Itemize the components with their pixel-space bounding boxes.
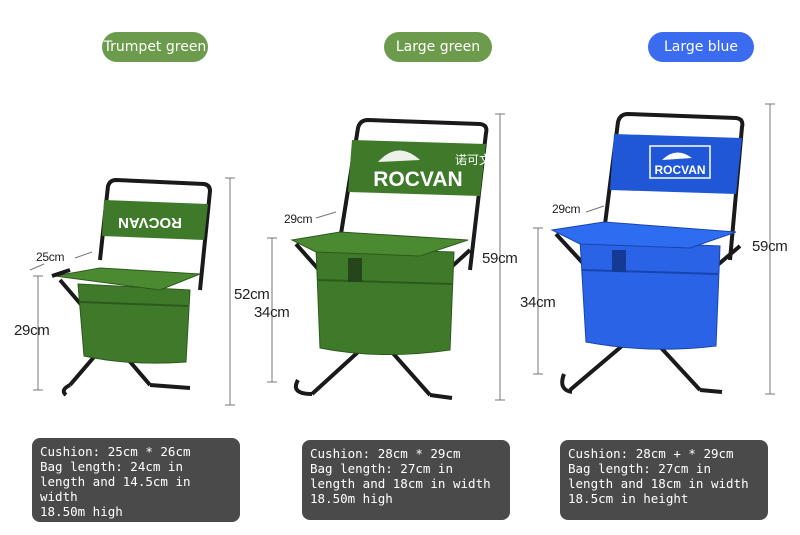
spec-line: length and 18cm in width <box>568 476 749 491</box>
spec-line: Cushion: 28cm * 29cm <box>310 446 461 461</box>
total-height-1: 52cm <box>234 286 270 303</box>
variant-label-large-green[interactable]: Large green <box>384 32 492 62</box>
svg-text:ROCVAN: ROCVAN <box>654 163 705 177</box>
spec-box-large-blue: Cushion: 28cm + * 29cm Bag length: 27cm … <box>560 440 768 520</box>
spec-line: 18.50m high <box>310 491 393 506</box>
variant-label-large-blue[interactable]: Large blue <box>648 32 754 62</box>
chair-large-blue: ROCVAN <box>533 103 775 395</box>
cushion-dim-1: 25cm <box>36 250 65 264</box>
spec-line: width <box>40 489 78 504</box>
spec-line: Bag length: 27cm in <box>568 461 711 476</box>
cushion-dim-2: 29cm <box>284 212 313 226</box>
svg-text:ROCVAN: ROCVAN <box>373 168 462 191</box>
spec-line: 18.50m high <box>40 504 123 519</box>
spec-line: Cushion: 28cm + * 29cm <box>568 446 734 461</box>
spec-line: 18.5cm in height <box>568 491 689 506</box>
total-height-2: 59cm <box>482 250 518 267</box>
brand-chinese-text: 诺可文 <box>455 152 491 167</box>
seat-height-1: 29cm <box>14 322 50 339</box>
spec-line: Bag length: 27cm in <box>310 461 453 476</box>
spec-line: Cushion: 25cm * 26cm <box>40 444 191 459</box>
chair-trumpet-green: ROCVAN <box>29 177 235 406</box>
cushion-dim-3: 29cm <box>552 202 581 216</box>
svg-text:ROCVAN: ROCVAN <box>118 214 182 231</box>
spec-box-trumpet-green: Cushion: 25cm * 26cm Bag length: 24cm in… <box>32 438 240 522</box>
seat-height-2: 34cm <box>254 304 290 321</box>
seat-height-3: 34cm <box>520 294 556 311</box>
chair-large-green: ROCVAN 诺可文 <box>267 113 505 401</box>
spec-box-large-green: Cushion: 28cm * 29cm Bag length: 27cm in… <box>302 440 510 520</box>
variant-label-trumpet-green[interactable]: Trumpet green <box>102 32 208 62</box>
total-height-3: 59cm <box>752 238 788 255</box>
spec-line: length and 18cm in width <box>310 476 491 491</box>
spec-line: length and 14.5cm in <box>40 474 191 489</box>
spec-line: Bag length: 24cm in <box>40 459 183 474</box>
